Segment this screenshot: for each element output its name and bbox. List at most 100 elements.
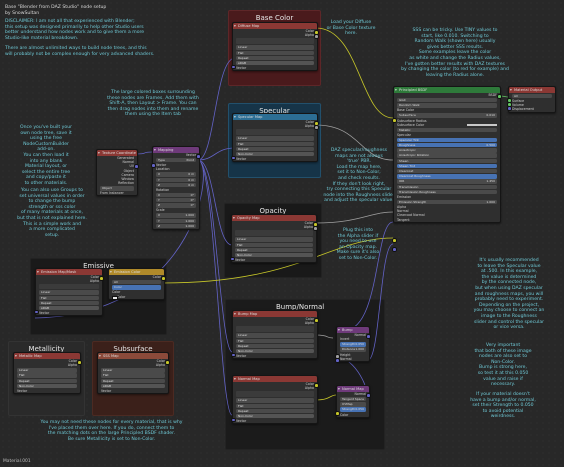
input-specular[interactable]: Specular [397, 132, 411, 137]
input-emission[interactable]: Emission [397, 194, 412, 199]
socket-vector[interactable] [231, 64, 236, 70]
colorspace-select[interactable]: sRGB [236, 60, 314, 66]
specular-tint-slider[interactable]: Specular Tint [397, 137, 497, 143]
node-material-output[interactable]: ▾Material Output All Surface Volume Disp… [507, 86, 556, 113]
collapse-icon[interactable]: ▾ [234, 24, 236, 28]
input-surface[interactable]: Surface [512, 98, 525, 103]
socket-color[interactable] [165, 360, 170, 365]
input-vector[interactable]: Vector [39, 311, 50, 316]
interpolation-select[interactable]: Linear [236, 45, 314, 50]
socket-vector[interactable] [231, 155, 236, 161]
output-alpha[interactable]: Alpha [304, 386, 314, 391]
output-normal[interactable]: Normal [354, 392, 366, 396]
output-alpha[interactable]: Alpha [155, 363, 165, 368]
extension-select[interactable]: Repeat [39, 300, 99, 306]
input-vector[interactable]: Vector [236, 419, 247, 424]
collapse-icon[interactable]: ▾ [99, 354, 101, 358]
output-color[interactable]: Color [156, 359, 165, 363]
output-object[interactable]: Object [123, 168, 134, 173]
node-bump-map[interactable]: ▾Bump Map Color Alpha Linear Flat Repeat… [231, 310, 319, 360]
input-height[interactable]: Height [340, 352, 351, 357]
anisotropic-field[interactable]: Anisotropic [397, 148, 497, 153]
input-subsurface-color[interactable]: Subsurface Color [394, 123, 500, 127]
collapse-icon[interactable]: ▾ [98, 151, 100, 155]
node-metallic-map[interactable]: ▾Metallic Map Color Alpha Linear Flat Re… [13, 352, 82, 395]
socket-color[interactable] [314, 383, 319, 388]
output-alpha[interactable]: Alpha [304, 321, 314, 326]
node-texture-coordinate[interactable]: ▾Texture Coordinate Generated Normal UV … [96, 149, 139, 197]
colorspace-select[interactable]: Non-Color [236, 348, 314, 354]
socket-color[interactable] [161, 276, 166, 281]
input-vector[interactable]: Vector [235, 258, 246, 263]
output-alpha[interactable]: Alpha [304, 33, 314, 38]
output-color[interactable]: Color [152, 275, 161, 279]
socket-color[interactable] [99, 276, 104, 281]
socket-color[interactable] [314, 318, 319, 323]
input-color1[interactable]: Color [112, 290, 121, 295]
clearcoat-roughness-slider[interactable]: Clearcoat Roughness [397, 174, 497, 179]
output-alpha[interactable]: Alpha [67, 363, 77, 368]
colorspace-select[interactable]: Non-Color [235, 252, 313, 258]
output-color[interactable]: Color [68, 359, 77, 363]
input-color[interactable]: Color [340, 412, 349, 417]
collapse-icon[interactable]: ▾ [37, 270, 39, 274]
projection-select[interactable]: Flat [39, 295, 99, 300]
object-field[interactable]: Object [100, 186, 134, 191]
socket-alpha[interactable] [314, 125, 319, 130]
output-alpha[interactable]: Alpha [303, 225, 313, 230]
interpolation-select[interactable]: Linear [39, 290, 99, 295]
socket-displacement[interactable] [507, 106, 512, 111]
output-color[interactable]: Color [90, 275, 99, 279]
output-bsdf[interactable]: BSDF [488, 93, 497, 97]
projection-select[interactable]: Flat [236, 403, 314, 408]
input-vector[interactable]: Vector [236, 354, 247, 359]
socket-alpha[interactable] [313, 226, 318, 231]
colorspace-select[interactable]: Non-Color [236, 151, 314, 157]
socket-normal[interactable] [392, 247, 397, 252]
output-generated[interactable]: Generated [117, 156, 134, 160]
socket-base-color[interactable] [392, 118, 397, 123]
output-normal[interactable]: Normal [122, 160, 134, 165]
output-uv[interactable]: UV [129, 164, 134, 169]
collapse-icon[interactable]: ▾ [234, 115, 236, 119]
extension-select[interactable]: Repeat [17, 378, 77, 383]
output-color[interactable]: Color [305, 29, 314, 33]
input-base-color[interactable]: Base Color [397, 108, 415, 113]
extension-select[interactable]: Repeat [101, 378, 165, 383]
node-emission-color[interactable]: ▾Emission Color Color All Color Color Co… [108, 268, 166, 301]
node-normal-map[interactable]: ▾Normal Map Normal Tangent Space UVMap S… [335, 385, 371, 418]
extension-select[interactable]: Repeat [236, 55, 314, 61]
projection-select[interactable]: Flat [101, 373, 165, 378]
input-vector[interactable]: Vector [101, 388, 112, 393]
socket-vector-out[interactable] [196, 154, 201, 159]
input-normal[interactable]: Normal [397, 209, 409, 214]
socket-color[interactable] [335, 411, 340, 416]
interpolation-select[interactable]: Linear [17, 368, 77, 373]
node-principled-bsdf[interactable]: ▾Principled BSDF BSDF GGX Random Walk Ba… [392, 86, 502, 252]
socket-color[interactable] [77, 360, 82, 365]
output-alpha[interactable]: Alpha [89, 279, 99, 284]
output-color[interactable]: Color [305, 382, 314, 386]
sheen-field[interactable]: Sheen [397, 158, 497, 164]
socket-vector[interactable] [231, 417, 236, 423]
input-alpha[interactable]: Alpha [397, 205, 407, 210]
output-vector[interactable]: Vector [185, 153, 196, 157]
socket-normal-out[interactable] [366, 334, 371, 339]
invert-checkbox[interactable]: Invert [340, 337, 350, 342]
input-color2[interactable]: Color [109, 295, 164, 301]
socket-normal-in[interactable] [335, 358, 340, 363]
clearcoat-field[interactable]: Clearcoat [397, 169, 497, 174]
color-swatch[interactable] [467, 123, 497, 127]
projection-select[interactable]: Flat [236, 141, 314, 146]
